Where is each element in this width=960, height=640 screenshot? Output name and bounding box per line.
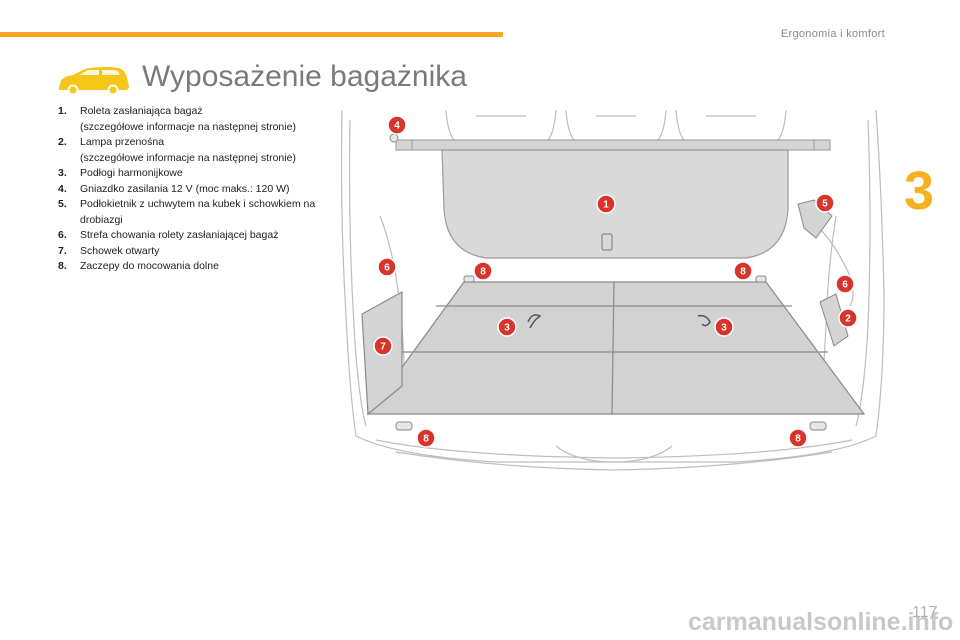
callout-badge-4: 4 bbox=[387, 115, 407, 135]
svg-text:7: 7 bbox=[380, 342, 386, 353]
callout-badge-2: 2 bbox=[838, 308, 858, 328]
list-item: 8. Zaczepy do mocowania dolne bbox=[58, 259, 328, 275]
svg-text:3: 3 bbox=[721, 323, 727, 334]
page-number: 117 bbox=[912, 604, 938, 621]
svg-text:6: 6 bbox=[384, 263, 390, 274]
list-item: 7. Schowek otwarty bbox=[58, 244, 328, 260]
svg-text:8: 8 bbox=[423, 434, 429, 445]
svg-text:1: 1 bbox=[603, 200, 609, 211]
item-text: Schowek otwarty bbox=[80, 244, 160, 257]
callout-badge-1: 1 bbox=[596, 194, 616, 214]
svg-text:6: 6 bbox=[842, 280, 848, 291]
svg-text:8: 8 bbox=[795, 434, 801, 445]
chapter-number: 3 bbox=[904, 161, 935, 221]
callout-badge-5: 5 bbox=[815, 193, 835, 213]
car-icon bbox=[58, 67, 129, 96]
list-item: 2. Lampa przenośna (szczegółowe informac… bbox=[58, 135, 328, 166]
equipment-list: 1. Roleta zasłaniająca bagaż (szczegółow… bbox=[58, 104, 328, 275]
watermark: carmanualsonline.info bbox=[688, 608, 954, 636]
callout-badge-6: 6 bbox=[835, 274, 855, 294]
svg-text:8: 8 bbox=[740, 267, 746, 278]
callout-badge-6: 6 bbox=[377, 257, 397, 277]
item-text: Zaczepy do mocowania dolne bbox=[80, 260, 219, 272]
item-subtext: (szczegółowe informacje na następnej str… bbox=[80, 151, 296, 164]
item-number: 5. bbox=[58, 198, 67, 210]
list-item: 5. Podłokietnik z uchwytem na kubek i sc… bbox=[58, 197, 328, 228]
item-text: Gniazdko zasilania 12 V (moc maks.: 120 … bbox=[80, 182, 290, 195]
svg-text:8: 8 bbox=[480, 267, 486, 278]
list-item: 3. Podłogi harmonijkowe bbox=[58, 166, 328, 182]
item-text: Lampa przenośna bbox=[80, 136, 165, 148]
item-number: 2. bbox=[58, 136, 67, 148]
item-text: Podłogi harmonijkowe bbox=[80, 167, 183, 179]
callout-badge-8: 8 bbox=[473, 261, 493, 281]
orange-header-bar bbox=[0, 32, 503, 37]
trunk-illustration: 1 2 3 3 4 5 6 6 7 8 8 8 bbox=[340, 109, 885, 471]
callout-badge-3: 3 bbox=[714, 317, 734, 337]
svg-text:3: 3 bbox=[504, 323, 510, 334]
item-number: 1. bbox=[58, 105, 67, 117]
item-subtext: (szczegółowe informacje na następnej str… bbox=[80, 120, 296, 133]
page-title: Wyposażenie bagażnika bbox=[142, 60, 467, 93]
item-number: 7. bbox=[58, 244, 67, 257]
item-text: Strefa chowania rolety zasłaniającej bag… bbox=[80, 229, 279, 241]
item-number: 4. bbox=[58, 182, 67, 195]
callout-badge-3: 3 bbox=[497, 317, 517, 337]
callout-badge-8: 8 bbox=[416, 428, 436, 448]
callout-badge-8: 8 bbox=[788, 428, 808, 448]
list-item: 6. Strefa chowania rolety zasłaniającej … bbox=[58, 228, 328, 244]
svg-text:4: 4 bbox=[394, 121, 400, 132]
item-text: Podłokietnik z uchwytem na kubek i schow… bbox=[80, 198, 316, 226]
svg-text:5: 5 bbox=[822, 199, 828, 210]
item-number: 6. bbox=[58, 229, 67, 241]
list-item: 1. Roleta zasłaniająca bagaż (szczegółow… bbox=[58, 104, 328, 135]
item-text: Roleta zasłaniająca bagaż bbox=[80, 105, 203, 117]
section-title: Ergonomia i komfort bbox=[780, 28, 885, 40]
callout-badge-8: 8 bbox=[733, 261, 753, 281]
item-number: 3. bbox=[58, 167, 67, 179]
svg-text:2: 2 bbox=[845, 314, 851, 325]
list-item: 4. Gniazdko zasilania 12 V (moc maks.: 1… bbox=[58, 182, 328, 198]
item-number: 8. bbox=[58, 260, 67, 272]
callout-badge-7: 7 bbox=[373, 336, 393, 356]
